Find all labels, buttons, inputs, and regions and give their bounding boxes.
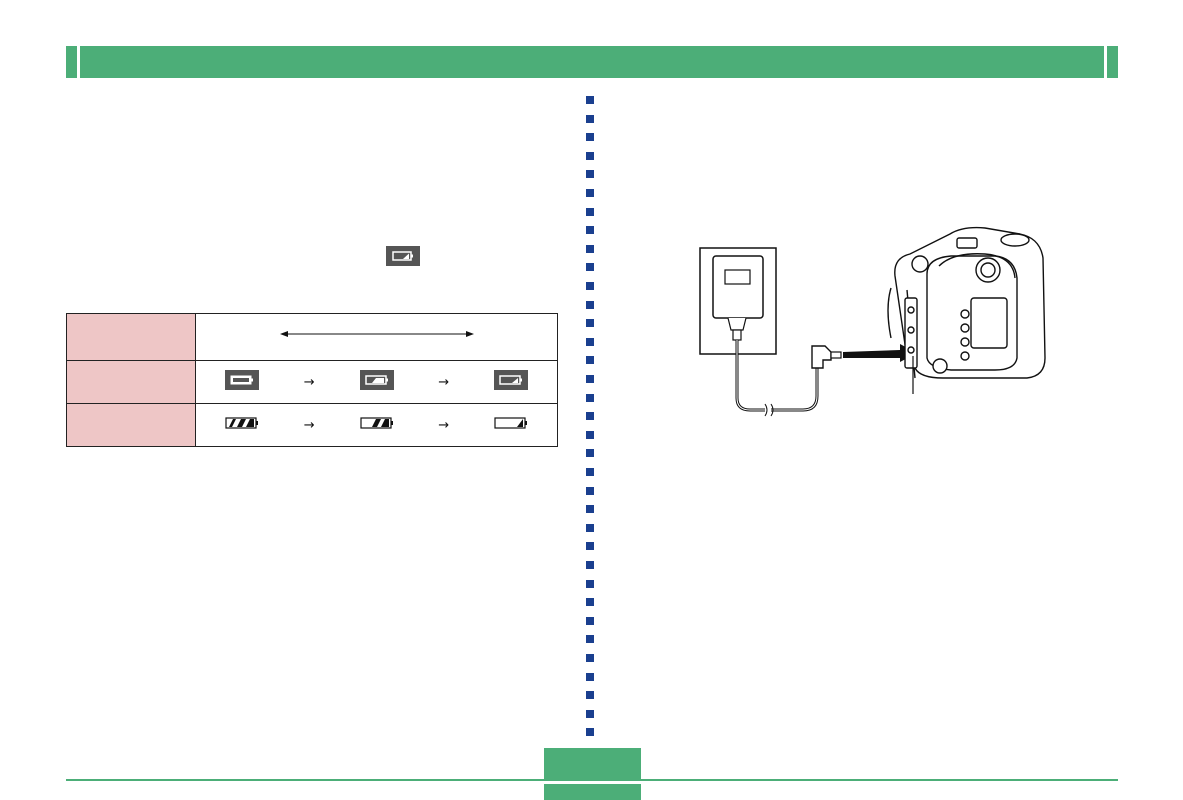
column-divider — [586, 96, 594, 736]
divider-square — [586, 189, 594, 197]
page-number — [544, 752, 641, 778]
divider-square — [586, 133, 594, 141]
divider-square — [586, 301, 594, 309]
table-row: → → — [195, 403, 558, 447]
divider-square — [586, 245, 594, 253]
table-row-label — [66, 360, 196, 404]
inline-battery-icon — [386, 246, 420, 266]
divider-square — [586, 524, 594, 532]
divider-square — [586, 208, 594, 216]
table-row: → → — [195, 360, 558, 404]
table-row — [195, 313, 558, 361]
divider-square — [586, 394, 594, 402]
arrow-right-icon: → — [303, 374, 315, 390]
dc-plug — [811, 345, 832, 369]
divider-square — [586, 319, 594, 327]
divider-square — [586, 580, 594, 588]
divider-square — [586, 338, 594, 346]
ac-adaptor — [712, 255, 764, 319]
divider-square — [586, 449, 594, 457]
divider-square — [586, 412, 594, 420]
divider-square — [586, 115, 594, 123]
divider-square — [586, 356, 594, 364]
divider-square — [586, 170, 594, 178]
page-number-tab — [544, 748, 641, 800]
divider-square — [586, 263, 594, 271]
divider-square — [586, 710, 594, 718]
battery-full-icon — [225, 369, 259, 395]
battery-segment-low-icon — [494, 416, 528, 435]
divider-square — [586, 96, 594, 104]
ac-adaptor-camera-figure — [695, 218, 1060, 430]
divider-square — [586, 673, 594, 681]
divider-square — [586, 487, 594, 495]
divider-square — [586, 468, 594, 476]
table-row-label — [66, 403, 196, 447]
divider-square — [586, 152, 594, 160]
arrow-right-icon: → — [303, 417, 315, 433]
header-bar-gap-right — [1104, 46, 1107, 78]
camera — [887, 226, 1046, 379]
divider-square — [586, 598, 594, 606]
header-bar-gap-left — [77, 46, 80, 78]
battery-low-icon — [494, 369, 528, 395]
divider-square — [586, 617, 594, 625]
battery-indicator-table: → → — [66, 313, 558, 447]
battery-medium-icon — [359, 369, 394, 395]
divider-square — [586, 431, 594, 439]
divider-square — [586, 542, 594, 550]
table-row-label — [66, 313, 196, 361]
divider-square — [586, 654, 594, 662]
divider-square — [586, 561, 594, 569]
insert-arrow-icon — [843, 344, 917, 362]
battery-segment-medium-icon — [359, 416, 394, 435]
divider-square — [586, 282, 594, 290]
divider-square — [586, 691, 594, 699]
divider-square — [586, 226, 594, 234]
battery-segment-full-icon — [225, 416, 259, 435]
page-number-gap — [544, 781, 641, 784]
header-bar — [66, 46, 1118, 78]
double-arrow-icon — [280, 331, 474, 337]
divider-square — [586, 505, 594, 513]
divider-square — [586, 635, 594, 643]
arrow-right-icon: → — [438, 417, 450, 433]
arrow-right-icon: → — [438, 374, 450, 390]
divider-square — [586, 728, 594, 736]
divider-square — [586, 375, 594, 383]
